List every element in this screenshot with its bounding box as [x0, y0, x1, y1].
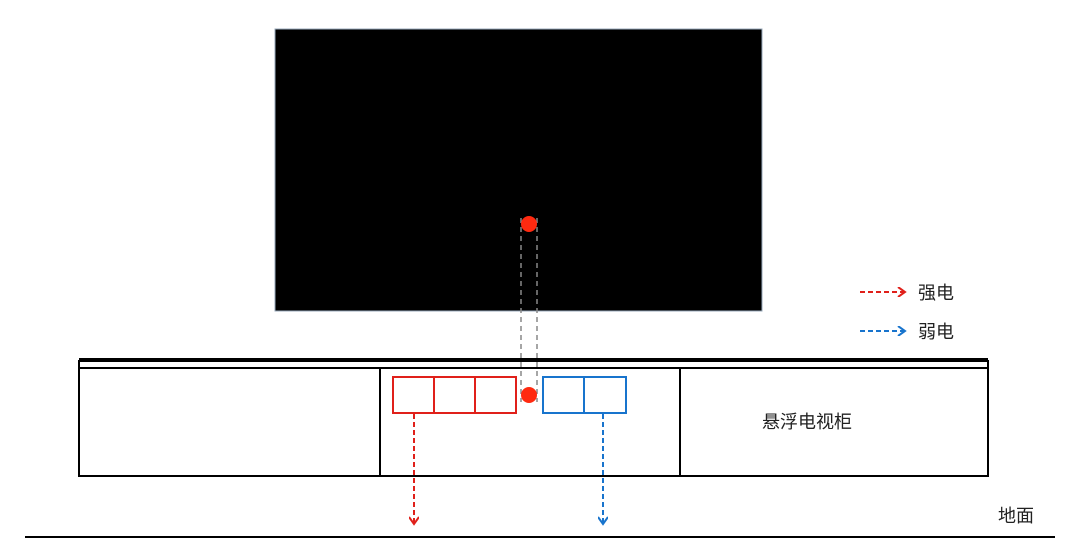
tv-screen — [274, 28, 763, 312]
cabinet-label: 悬浮电视柜 — [762, 412, 852, 433]
legend-power-label: 强电 — [918, 283, 954, 304]
cable-guide-lines — [520, 218, 538, 402]
floor-label: 地面 — [998, 506, 1034, 527]
signal-socket-box — [542, 376, 627, 414]
tv-cabinet — [78, 358, 989, 477]
legend-signal-label: 弱电 — [918, 322, 954, 343]
legend: 强电 弱电 — [860, 283, 954, 343]
power-socket-box — [392, 376, 517, 414]
cabinet-outlet-dot — [521, 387, 537, 403]
tv-outlet-dot — [521, 216, 537, 232]
